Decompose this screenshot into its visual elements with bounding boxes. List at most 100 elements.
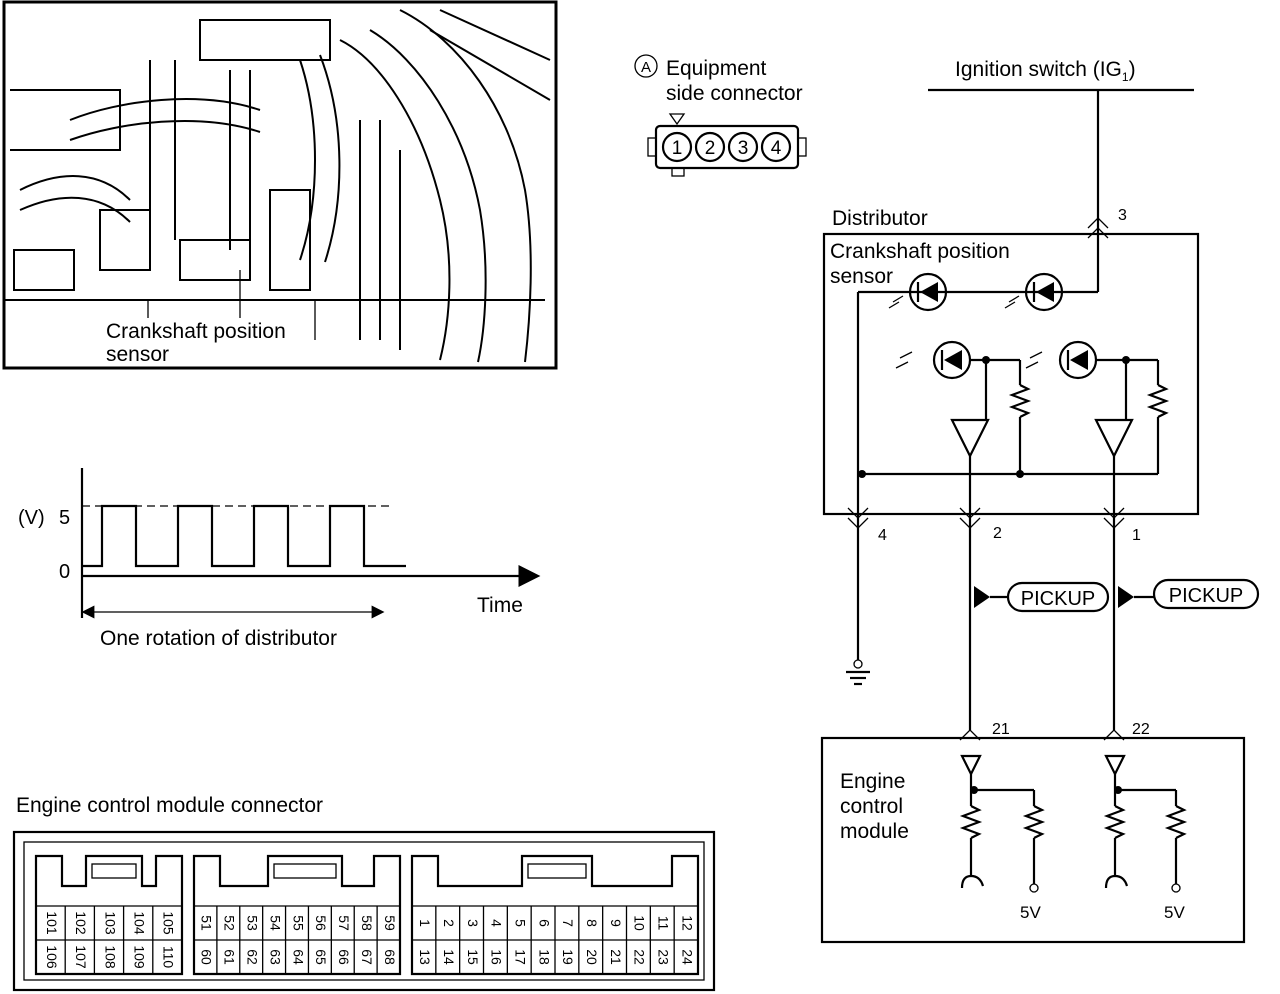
- connector-pin-4: [760, 131, 792, 163]
- ecm-pin-107: 107: [73, 945, 89, 969]
- pin-3-label: 3: [1118, 207, 1127, 224]
- pin-2-label: 2: [993, 525, 1002, 542]
- ecm-pin-61: 61: [222, 949, 238, 965]
- ecm-pin-68: 68: [382, 949, 398, 965]
- ecm-connector-block-2: [192, 854, 402, 976]
- ecm-label-2: control: [840, 795, 903, 818]
- ecm-pin-6: 6: [536, 919, 552, 927]
- ecm-pin-19: 19: [560, 949, 576, 965]
- ecm-pin-11: 11: [656, 916, 672, 931]
- pickup-label-1: PICKUP: [1021, 588, 1095, 610]
- x-axis-label: Time: [477, 594, 523, 617]
- led-1: [888, 272, 948, 312]
- ecm-pin-67: 67: [359, 949, 375, 965]
- ecm-connector-block-3: [410, 854, 700, 976]
- ecm-pin-20: 20: [584, 949, 600, 965]
- pin-4-label: 4: [878, 527, 887, 544]
- ecm-pin-105: 105: [161, 911, 177, 935]
- connector-pin-label: 4: [771, 138, 782, 159]
- y-unit-label: (V): [18, 507, 45, 529]
- ecm-connector-block-1: [34, 854, 184, 976]
- ecm-pin-110: 110: [161, 946, 177, 969]
- distributor-label: Distributor: [832, 207, 928, 230]
- photodiode-2: [1025, 340, 1098, 380]
- ecm-pin-21: 21: [608, 949, 624, 965]
- pulse-waveform: [82, 504, 406, 568]
- ecm-pin-53: 53: [245, 915, 261, 931]
- ecm-pin-101: 101: [44, 911, 60, 935]
- ecm-pin-104: 104: [131, 911, 147, 935]
- ecm-label-3: module: [840, 820, 909, 843]
- y-high-label: 5: [59, 507, 70, 529]
- connector-pin-label: 2: [705, 138, 716, 159]
- rotation-label: One rotation of distributor: [100, 627, 337, 650]
- ignition-label: Ignition switch (IG1): [955, 58, 1136, 84]
- ecm-pin-18: 18: [536, 949, 552, 965]
- pin-22-label: 22: [1132, 721, 1150, 738]
- cps-label-1: Crankshaft position: [830, 240, 1010, 263]
- ecm-pin-54: 54: [267, 915, 283, 931]
- ecm-pin-102: 102: [73, 911, 89, 935]
- ecm-pin-24: 24: [679, 949, 695, 965]
- connector-pin-label: 1: [672, 138, 683, 159]
- ecm-pin-3: 3: [465, 919, 481, 927]
- y-low-label: 0: [59, 561, 70, 583]
- ecm-pin-7: 7: [560, 919, 576, 927]
- waveform-chart: (V) 5 0 Time One rotation of distributor: [18, 468, 541, 650]
- ecm-pin-64: 64: [290, 949, 306, 965]
- pin-21-label: 21: [992, 721, 1010, 738]
- ecm-label-1: Engine: [840, 770, 905, 793]
- ecm-pin-63: 63: [267, 949, 283, 965]
- ecm-pin-17: 17: [513, 949, 529, 965]
- connector-latch: [273, 863, 337, 879]
- ecm-pin-2: 2: [441, 919, 457, 927]
- connector-marker-a: A: [641, 59, 651, 76]
- 5v-label-2: 5V: [1164, 903, 1185, 922]
- connector-pin-1: [661, 131, 693, 163]
- photo-cps-label-2: sensor: [106, 343, 169, 366]
- connector-title-2: side connector: [666, 82, 803, 105]
- ecm-pin-23: 23: [656, 949, 672, 965]
- ecm-pin-14: 14: [441, 949, 457, 965]
- ecm-pin-52: 52: [222, 915, 238, 931]
- ecm-pin-4: 4: [489, 919, 505, 927]
- ecm-pin-10: 10: [632, 915, 648, 931]
- ecm-pin-106: 106: [44, 945, 60, 969]
- ecm-pin-66: 66: [336, 949, 352, 965]
- pin-1-label: 1: [1132, 527, 1141, 544]
- ecm-input-21: 5V: [959, 754, 1046, 922]
- connector-title-1: Equipment: [666, 57, 767, 80]
- ecm-pin-108: 108: [102, 945, 118, 969]
- ecm-pin-55: 55: [290, 915, 306, 931]
- ecm-input-22: 5V: [1103, 754, 1188, 922]
- connector-pin-3: [727, 131, 759, 163]
- connector-latch: [527, 863, 587, 879]
- engine-photo: Crankshaft position sensor: [2, 0, 558, 370]
- ecm-pin-12: 12: [679, 915, 695, 931]
- ecm-pin-9: 9: [608, 919, 624, 927]
- ecm-pin-15: 15: [465, 949, 481, 965]
- ecm-pin-16: 16: [489, 949, 505, 965]
- ecm-pin-59: 59: [382, 915, 398, 931]
- ecm-pin-51: 51: [199, 915, 215, 931]
- ecm-pin-103: 103: [102, 911, 118, 935]
- cps-label-2: sensor: [830, 265, 893, 288]
- ecm-pin-60: 60: [199, 949, 215, 965]
- connector-latch: [91, 863, 137, 879]
- ecm-pin-8: 8: [584, 919, 600, 927]
- connector-pin-2: [694, 131, 726, 163]
- photo-cps-label-1: Crankshaft position: [106, 320, 286, 343]
- pickup-label-2: PICKUP: [1169, 585, 1243, 607]
- 5v-label-1: 5V: [1020, 903, 1041, 922]
- ecm-pin-109: 109: [131, 945, 147, 969]
- ecm-pin-5: 5: [513, 919, 529, 927]
- photodiode-1: [895, 340, 972, 380]
- ecm-pin-56: 56: [313, 915, 329, 931]
- ecm-pin-1: 1: [417, 919, 433, 927]
- ecm-connector-title: Engine control module connector: [16, 794, 323, 817]
- ecm-pin-65: 65: [313, 949, 329, 965]
- ecm-pin-62: 62: [245, 949, 261, 965]
